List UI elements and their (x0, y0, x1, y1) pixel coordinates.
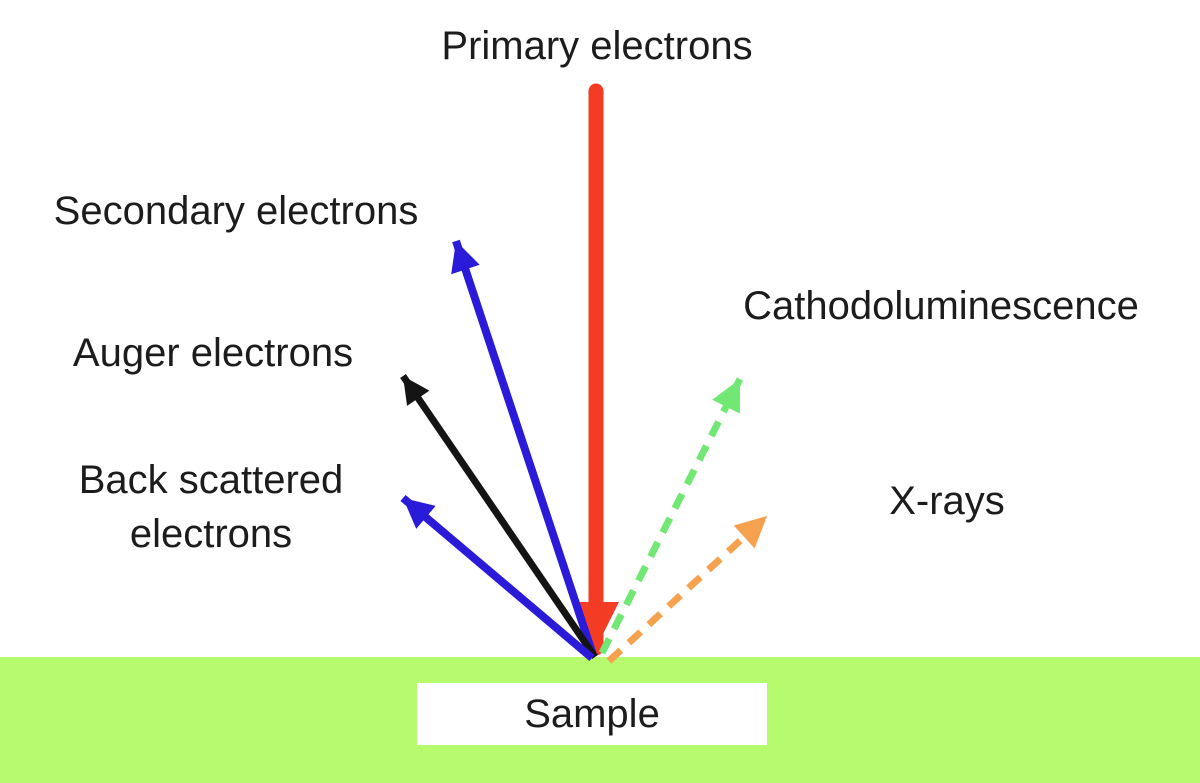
sample-label: Sample (524, 691, 660, 736)
auger-electrons-label: Auger electrons (72, 331, 354, 375)
primary-electrons-label: Primary electrons (441, 24, 753, 68)
back-scattered-label-line1: Back scattered (78, 458, 344, 502)
cathodoluminescence-arrow (598, 377, 744, 655)
auger-electrons-arrow (400, 374, 598, 659)
xrays-arrow (606, 513, 770, 664)
back-scattered-label-line2: electrons (129, 512, 293, 556)
sample-box: Sample (417, 683, 767, 745)
cathodoluminescence-label: Cathodoluminescence (743, 284, 1139, 328)
back-scattered-electrons-arrow (400, 494, 595, 662)
back-scattered-electrons-label: Back scattered electrons (41, 453, 381, 561)
secondary-electrons-arrow (451, 239, 597, 657)
xrays-label: X-rays (889, 479, 1005, 523)
secondary-electrons-label: Secondary electrons (53, 189, 419, 233)
